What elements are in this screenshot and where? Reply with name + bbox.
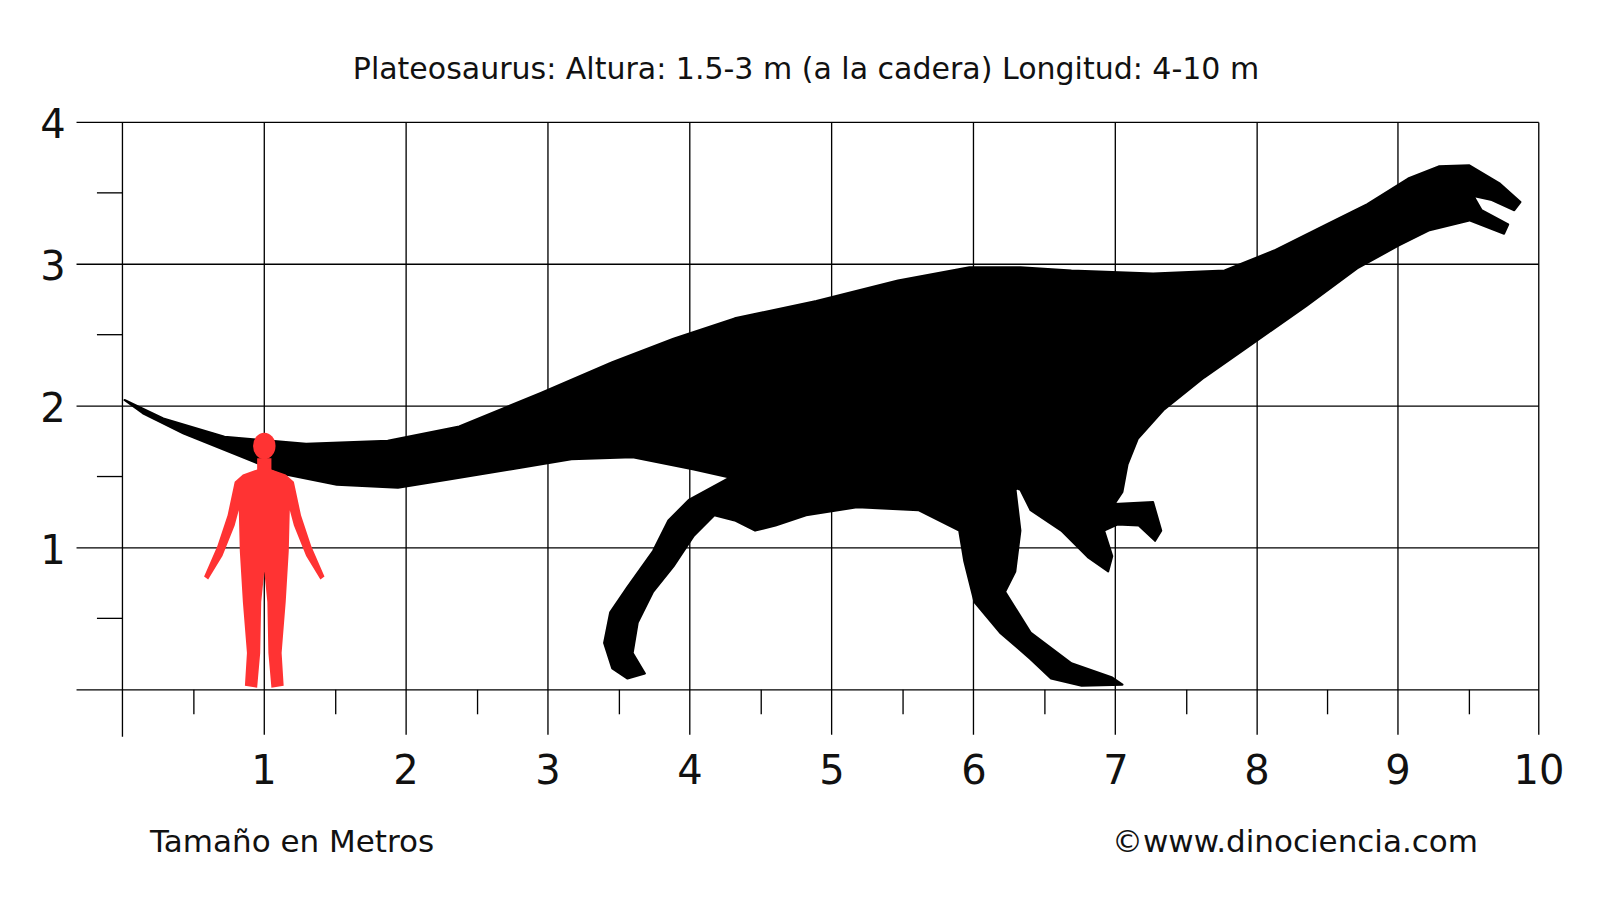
plateosaurus-silhouette [124, 165, 1520, 685]
human-figure [204, 433, 324, 688]
axis-number-holder: 6 [961, 748, 986, 792]
axis-title: Tamaño en Metros [150, 824, 434, 858]
chart-title: Plateosaurus: Altura: 1.5-3 m (a la cade… [353, 52, 1259, 85]
axis-number-holder: 1 [251, 748, 276, 792]
axis-number: 5 [819, 748, 844, 792]
axis-number-holder: 10 [1514, 748, 1565, 792]
grid [77, 122, 1539, 736]
axis-number: 9 [1385, 748, 1410, 792]
axis-number: 4 [40, 102, 65, 146]
axis-number: 3 [40, 244, 65, 288]
axis-number: 2 [393, 748, 418, 792]
axis-number: 3 [535, 748, 560, 792]
chart-title-holder: Plateosaurus: Altura: 1.5-3 m (a la cade… [353, 52, 1259, 85]
axis-title-holder: Tamaño en Metros [150, 824, 434, 858]
axis-number-holder: 3 [535, 748, 560, 792]
axis-number-holder: 3 [40, 244, 65, 288]
copyright-note: ©www.dinociencia.com [1112, 824, 1478, 858]
axis-number: 2 [40, 386, 65, 430]
axis-number: 4 [677, 748, 702, 792]
axis-number: 1 [251, 748, 276, 792]
axis-number-holder: 7 [1103, 748, 1128, 792]
axis-number: 8 [1244, 748, 1269, 792]
axis-number: 7 [1103, 748, 1128, 792]
axis-number: 10 [1514, 748, 1565, 792]
axis-number-holder: 5 [819, 748, 844, 792]
axis-number: 6 [961, 748, 986, 792]
copyright-note-holder: ©www.dinociencia.com [1112, 824, 1478, 858]
axis-number-holder: 4 [40, 102, 65, 146]
axis-number-holder: 8 [1244, 748, 1269, 792]
axis-number-holder: 9 [1385, 748, 1410, 792]
axis-number-holder: 4 [677, 748, 702, 792]
axis-number: 1 [40, 528, 65, 572]
axis-number-holder: 1 [40, 528, 65, 572]
axis-number-holder: 2 [40, 386, 65, 430]
axis-number-holder: 2 [393, 748, 418, 792]
